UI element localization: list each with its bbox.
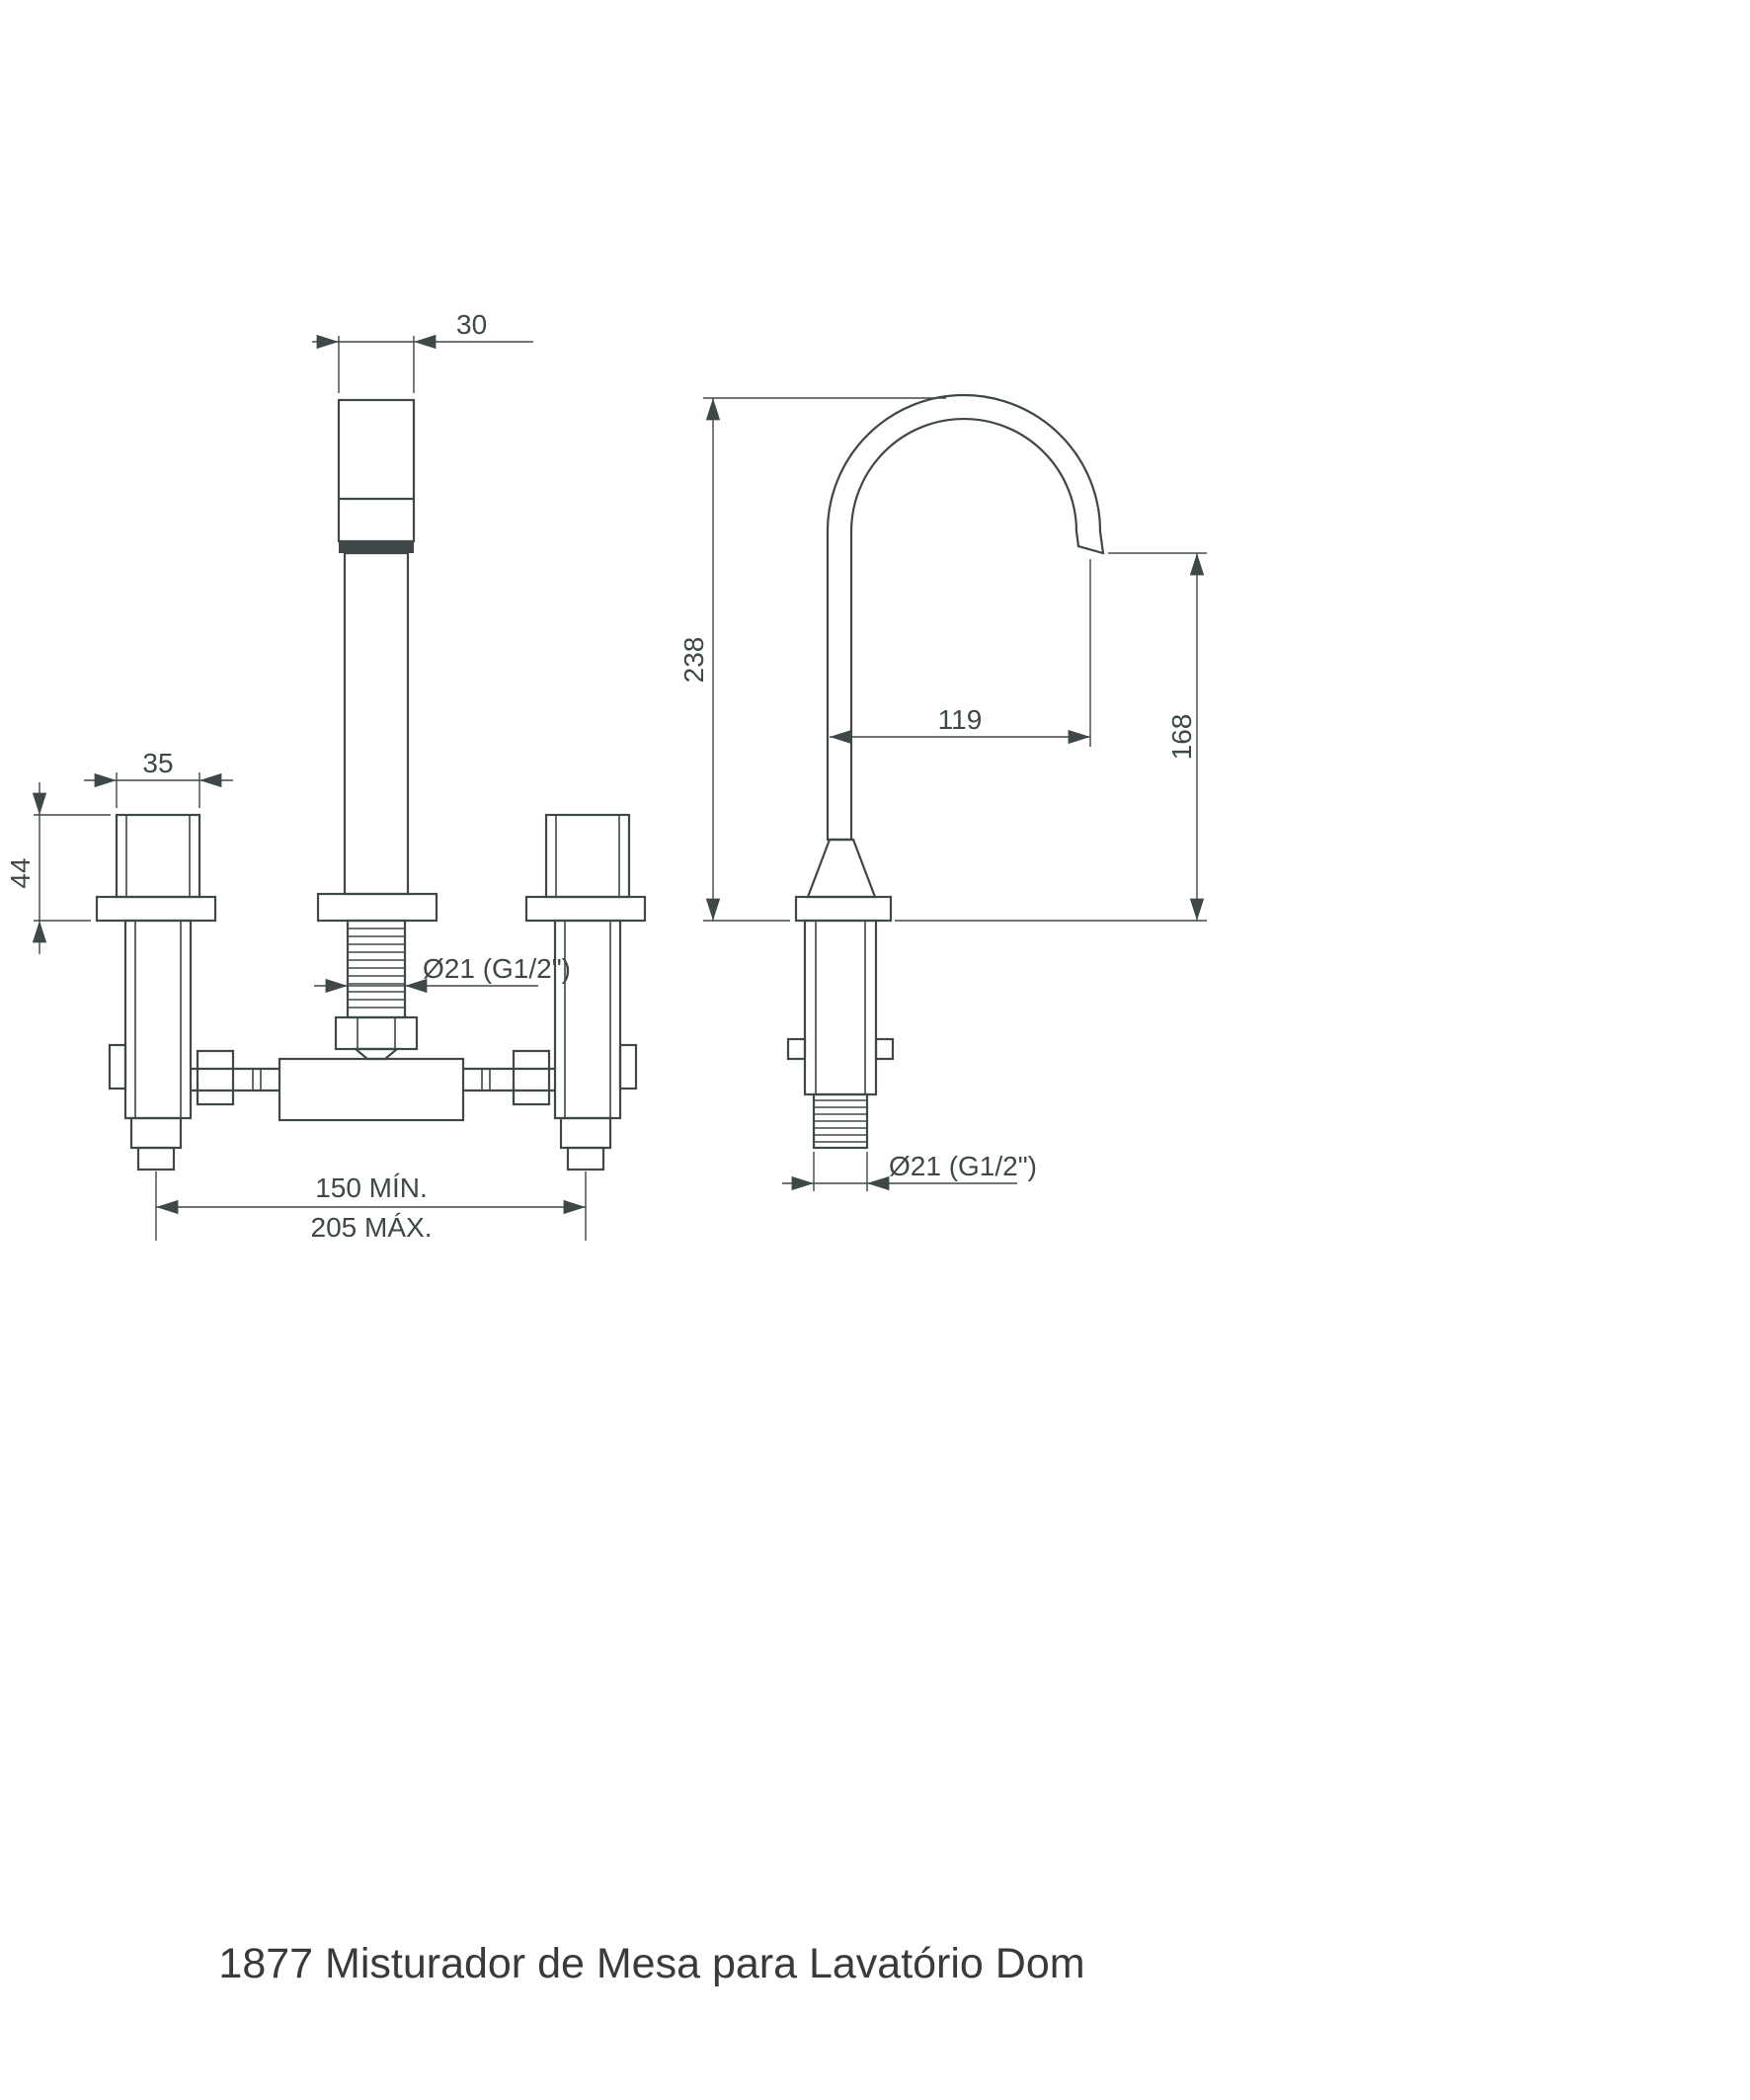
handle-right-flange [524, 895, 647, 923]
valve-left-tail-upper [129, 1116, 183, 1150]
dimension-spout-width: 30 [312, 309, 533, 393]
valve-left-stub [108, 1043, 127, 1090]
extension-lines [813, 1152, 868, 1191]
spout-column [343, 551, 410, 896]
spout-band [339, 541, 414, 553]
valve-left-facets [134, 921, 182, 1118]
handle-right-facets [555, 815, 620, 897]
pipe-right-collar [481, 1069, 491, 1090]
dimension-label-spacing-max: 205 MÁX. [311, 1212, 433, 1243]
extension-lines [34, 814, 111, 922]
front-view: 30 35 44 Ø21 (G1/2") [5, 309, 647, 1243]
side-view-object [786, 393, 1105, 1150]
side-valve-facets [815, 921, 866, 1094]
side-base-flange [794, 895, 893, 923]
pipe-right-nut [512, 1049, 551, 1106]
center-nut-facets [357, 1017, 396, 1049]
valve-right-tail-lower [566, 1146, 605, 1171]
spout-top-body [337, 398, 416, 543]
extension-lines [338, 336, 415, 393]
dimension-label-spacing-min: 150 MÍN. [315, 1172, 428, 1203]
handle-left-flange [95, 895, 217, 923]
side-inlet-pin-left [786, 1037, 807, 1061]
drawing-caption: 1877 Misturador de Mesa para Lavatório D… [218, 1940, 1084, 1987]
dimension-handle-height: 44 [5, 782, 111, 954]
dimension-label-handle-height: 44 [5, 857, 36, 888]
center-threaded-shank [346, 919, 407, 1019]
side-shank-threads [814, 1099, 867, 1143]
dimension-label-spout-reach: 119 [938, 704, 983, 735]
pipe-left-nut [196, 1049, 235, 1106]
handle-right [544, 813, 631, 899]
manifold-body [278, 1057, 465, 1122]
handle-left-facets [125, 815, 191, 897]
dimension-label-spout-width: 30 [456, 309, 487, 340]
center-funnel [352, 1047, 401, 1061]
pipe-left-collar [252, 1069, 262, 1090]
valve-left-tail-lower [136, 1146, 176, 1171]
dimension-hole-spacing: 150 MÍN. 205 MÁX. [155, 1171, 587, 1243]
dimension-label-side-thread: Ø21 (G1/2") [889, 1151, 1037, 1181]
extension-lines [703, 397, 946, 922]
dimension-label-handle-width: 35 [142, 748, 173, 778]
dimension-spout-reach: 119 [830, 559, 1091, 747]
center-nut [334, 1015, 419, 1051]
side-lever-handle [806, 838, 877, 899]
dimension-handle-width: 35 [84, 748, 233, 808]
handle-left [115, 813, 201, 899]
pipe-right [463, 1067, 555, 1092]
pipe-left [191, 1067, 279, 1092]
center-base-flange [316, 892, 438, 923]
valve-right-facets [564, 921, 611, 1118]
side-view: 238 119 168 Ø21 (G1/2") [678, 393, 1207, 1191]
valve-right-tail-upper [559, 1116, 612, 1150]
dimension-side-thread: Ø21 (G1/2") [782, 1151, 1037, 1191]
dimension-label-outlet-height: 168 [1166, 714, 1197, 761]
center-shank-threads [348, 928, 405, 1009]
side-inlet-pin-right [874, 1037, 895, 1061]
dimension-outlet-height: 168 [895, 552, 1207, 922]
dimension-total-height: 238 [678, 397, 946, 922]
dimension-center-thread: Ø21 (G1/2") [314, 953, 571, 994]
front-view-object [95, 398, 647, 1171]
dimension-label-center-thread: Ø21 (G1/2") [423, 953, 571, 984]
valve-right-stub [618, 1043, 638, 1090]
gooseneck-spout [826, 393, 1105, 842]
dimension-label-total-height: 238 [678, 637, 709, 684]
